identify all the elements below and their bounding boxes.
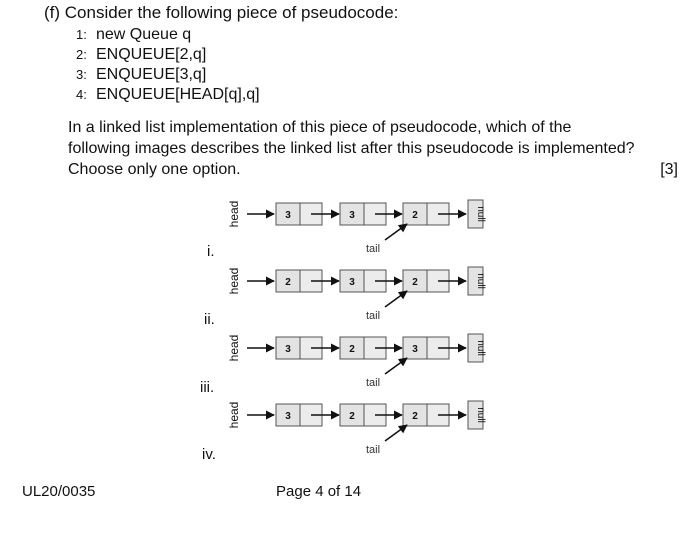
line-number: 3: xyxy=(76,67,87,82)
option-label-i: i. xyxy=(207,243,215,260)
question-label: (f) xyxy=(44,3,61,22)
option-label-ii: ii. xyxy=(204,311,215,328)
null-label: null xyxy=(475,407,486,423)
node-value: 2 xyxy=(412,277,418,288)
prompt-line-1: In a linked list implementation of this … xyxy=(68,119,572,136)
null-box xyxy=(467,400,484,430)
node-value: 2 xyxy=(349,411,355,422)
pseudocode-line: 1: new Queue q xyxy=(76,26,191,44)
node-value: 3 xyxy=(285,344,291,355)
option-label-iii: iii. xyxy=(200,379,215,396)
node-value: 3 xyxy=(285,411,291,422)
node-value: 2 xyxy=(349,344,355,355)
node-value: 2 xyxy=(412,411,418,422)
node-value: 3 xyxy=(412,344,418,355)
paper-code: UL20/0035 xyxy=(22,483,96,500)
tail-label: tail xyxy=(366,444,380,456)
tail-label: tail xyxy=(366,310,380,322)
null-box xyxy=(467,333,484,363)
line-number: 2: xyxy=(76,47,87,62)
null-label: null xyxy=(475,273,486,289)
tail-arrow xyxy=(384,223,408,241)
code-text: ENQUEUE[3,q] xyxy=(96,66,207,83)
tail-label: tail xyxy=(366,243,380,255)
head-label: head xyxy=(227,402,241,429)
code-text: ENQUEUE[HEAD[q],q] xyxy=(96,86,260,103)
head-label: head xyxy=(227,268,241,295)
tail-label: tail xyxy=(366,377,380,389)
tail-arrow xyxy=(384,357,408,375)
null-label: null xyxy=(475,206,486,222)
node-value: 3 xyxy=(285,210,291,221)
question-text: Consider the following piece of pseudoco… xyxy=(64,3,399,22)
code-text: ENQUEUE[2,q] xyxy=(96,46,207,63)
pseudocode-line: 4: ENQUEUE[HEAD[q],q] xyxy=(76,86,260,104)
pseudocode-line: 2: ENQUEUE[2,q] xyxy=(76,46,206,64)
tail-arrow xyxy=(384,424,408,442)
tail-arrow xyxy=(384,290,408,308)
node-value: 3 xyxy=(349,210,355,221)
null-box xyxy=(467,266,484,296)
null-box xyxy=(467,199,484,229)
marks: [3] xyxy=(660,161,678,178)
null-label: null xyxy=(475,340,486,356)
prompt-line-2: following images describes the linked li… xyxy=(68,140,635,157)
question-heading: (f) Consider the following piece of pseu… xyxy=(44,3,398,23)
node-value: 3 xyxy=(349,277,355,288)
prompt-line-3: Choose only one option. xyxy=(68,161,241,178)
head-label: head xyxy=(227,335,241,362)
node-value: 2 xyxy=(285,277,291,288)
option-label-iv: iv. xyxy=(202,446,216,463)
page-number: Page 4 of 14 xyxy=(276,483,362,500)
head-label: head xyxy=(227,201,241,228)
node-value: 2 xyxy=(412,210,418,221)
code-text: new Queue q xyxy=(96,26,192,43)
line-number: 1: xyxy=(76,27,87,42)
pseudocode-line: 3: ENQUEUE[3,q] xyxy=(76,66,206,84)
line-number: 4: xyxy=(76,87,87,102)
